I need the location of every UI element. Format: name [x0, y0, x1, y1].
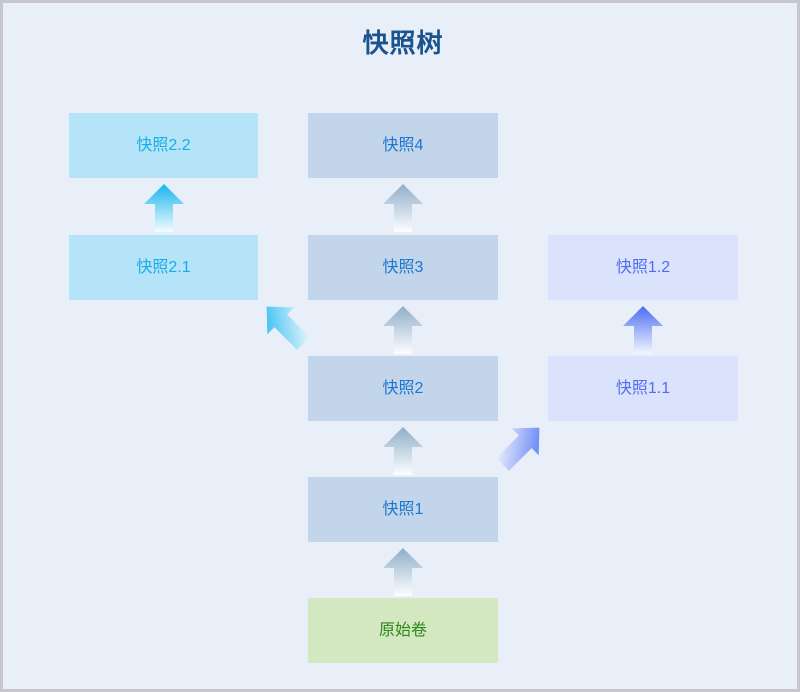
- arrow-snap2-to-snap21: [255, 295, 315, 355]
- arrow-snap3-to-snap4: [381, 184, 425, 232]
- node-snapshot-1-1[interactable]: 快照1.1: [548, 356, 738, 421]
- node-label: 快照2: [382, 379, 424, 397]
- node-original-volume[interactable]: 原始卷: [308, 598, 498, 663]
- arrow-snap2-to-snap3: [381, 306, 425, 354]
- arrow-snap11-to-snap12: [621, 306, 665, 354]
- node-snapshot-2[interactable]: 快照2: [308, 356, 498, 421]
- node-snapshot-2-2[interactable]: 快照2.2: [69, 113, 258, 178]
- node-snapshot-4[interactable]: 快照4: [308, 113, 498, 178]
- arrow-volume-to-snap1: [381, 548, 425, 596]
- node-label: 快照1: [382, 500, 424, 518]
- arrow-snap1-to-snap2: [381, 427, 425, 475]
- node-snapshot-3[interactable]: 快照3: [308, 235, 498, 300]
- arrow-snap21-to-snap22: [142, 184, 186, 232]
- node-label: 快照2.2: [136, 136, 191, 154]
- page-title: 快照树: [362, 28, 444, 58]
- node-label: 快照2.1: [136, 258, 191, 276]
- arrow-snap1-to-snap11: [491, 416, 551, 476]
- node-snapshot-2-1[interactable]: 快照2.1: [69, 235, 258, 300]
- node-label: 快照4: [382, 136, 424, 154]
- node-label: 快照1.2: [615, 258, 671, 276]
- node-snapshot-1-2[interactable]: 快照1.2: [548, 235, 738, 300]
- node-snapshot-1[interactable]: 快照1: [308, 477, 498, 542]
- node-label: 快照1.1: [615, 379, 671, 397]
- node-label: 原始卷: [378, 621, 427, 639]
- node-label: 快照3: [382, 258, 424, 276]
